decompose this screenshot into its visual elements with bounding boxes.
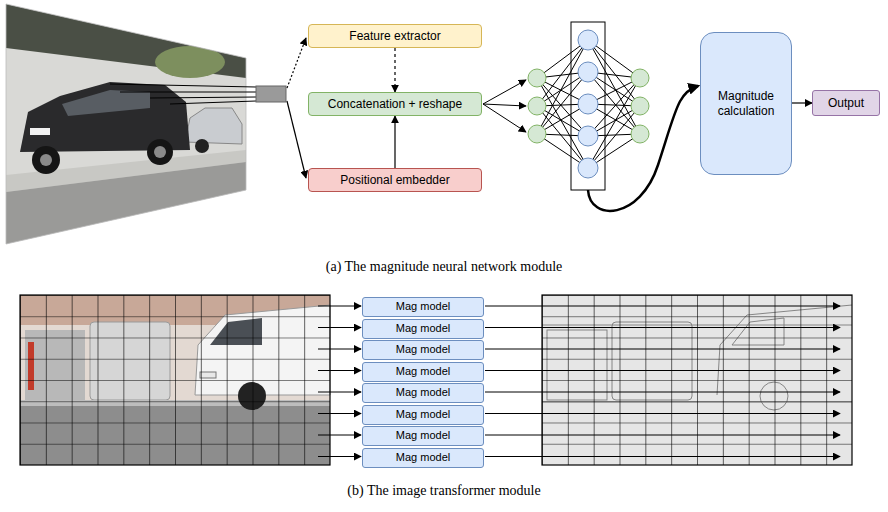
model-box: Mag model (362, 362, 484, 382)
hub (154, 146, 166, 158)
row-arrow (318, 349, 361, 350)
car-window (62, 90, 150, 116)
row-arrow (318, 306, 361, 307)
process-box: Concatenation + reshape (308, 92, 482, 116)
input-neuron (528, 97, 546, 115)
patch-line (110, 84, 256, 87)
patch-arrow (287, 101, 306, 178)
model-box: Mag model (362, 448, 484, 468)
wheel (147, 139, 173, 165)
hidden-layer-frame (571, 22, 605, 190)
caption: (a) The magnitude neural network module (0, 259, 888, 275)
row-arrow (485, 349, 840, 350)
node-text: Mag model (396, 343, 450, 356)
hidden-neuron (578, 158, 598, 178)
connector-arrow (394, 116, 395, 168)
patch-lines (110, 84, 256, 104)
input-grid-image (20, 295, 330, 465)
node-text: Magnitude calculation (706, 89, 786, 118)
row-arrow (485, 413, 840, 414)
patch-arrow (287, 38, 306, 88)
hidden-neuron (578, 30, 598, 50)
row-arrow (485, 370, 840, 371)
row-arrows (318, 306, 840, 457)
plate (30, 128, 50, 135)
grid (542, 295, 852, 465)
patch-line (120, 92, 256, 93)
road (6, 162, 246, 250)
car-photo (0, 0, 250, 250)
hidden-neuron (578, 94, 598, 114)
model-box: Mag model (362, 426, 484, 446)
node-text: Mag model (396, 365, 450, 378)
node-text: Output (828, 96, 864, 110)
input-neuron (528, 69, 546, 87)
model-box: Mag model (362, 297, 484, 317)
output-neuron (631, 125, 649, 143)
row-arrow (318, 435, 361, 436)
photo-frame (6, 4, 246, 244)
model-box: Mag model (362, 319, 484, 339)
node-text: Mag model (396, 386, 450, 399)
process-box: Positional embedder (308, 168, 482, 192)
caption: (b) The image transformer module (0, 483, 888, 499)
input-arrow (483, 104, 526, 132)
process-box: Magnitude calculation (700, 32, 792, 175)
row-arrow (485, 327, 840, 328)
network-links (537, 40, 640, 168)
wall (0, 0, 250, 250)
grid (20, 295, 330, 465)
edge-map (542, 295, 852, 465)
node-text: Mag model (396, 451, 450, 464)
row-arrow (485, 392, 840, 393)
connector-arrow (394, 48, 395, 92)
model-box: Mag model (362, 405, 484, 425)
node-text: Mag model (396, 322, 450, 335)
model-box: Mag model (362, 340, 484, 360)
node-text: Concatenation + reshape (328, 97, 462, 111)
hidden-neuron (578, 62, 598, 82)
input-arrow (483, 104, 526, 106)
hidden-neuron (578, 126, 598, 146)
input-neuron (528, 125, 546, 143)
row-arrow (485, 456, 840, 457)
process-box: Feature extractor (308, 24, 482, 48)
node-text: Mag model (396, 408, 450, 421)
node-text: Mag model (396, 429, 450, 442)
network-to-magnitude-arrow (588, 86, 698, 211)
patch-line (150, 97, 256, 98)
output-neuron (631, 97, 649, 115)
node-text: Positional embedder (340, 173, 449, 187)
row-arrow (485, 435, 840, 436)
patch-line (170, 101, 256, 104)
row-arrow (318, 456, 361, 457)
fence (6, 4, 246, 78)
node-text: Mag model (396, 300, 450, 313)
row-arrow (318, 413, 361, 414)
wheel (32, 146, 60, 174)
model-box: Mag model (362, 383, 484, 403)
node-text: Feature extractor (349, 29, 440, 43)
connector-arrow (792, 102, 812, 103)
row-arrow (485, 306, 840, 307)
output-box: Output (812, 90, 880, 116)
row-arrow (318, 370, 361, 371)
hub (40, 154, 52, 166)
row-arrow (318, 392, 361, 393)
image-patch (256, 86, 286, 102)
input-arrow (483, 80, 526, 104)
neural-network (483, 22, 698, 211)
row-arrow (318, 327, 361, 328)
output-neuron (631, 69, 649, 87)
wheel (195, 139, 209, 153)
output-grid-image (542, 295, 852, 465)
white-car (185, 108, 242, 144)
